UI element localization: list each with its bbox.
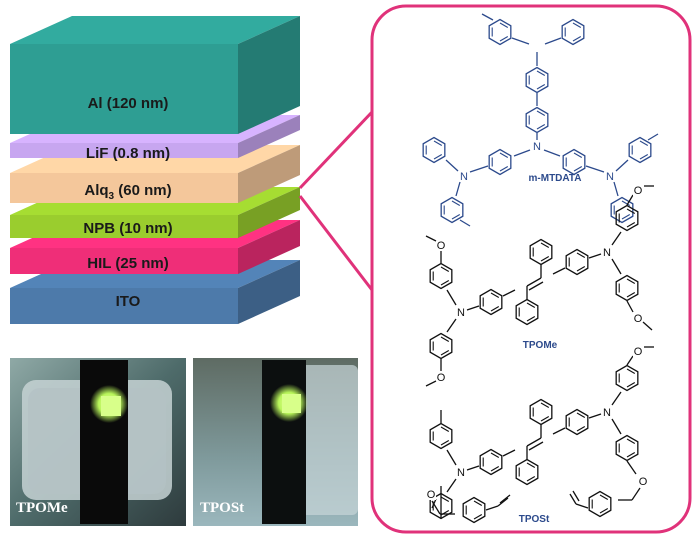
layer-label-alq3: Alq3 (60 nm) <box>84 182 171 202</box>
layer-label-ito: ITO <box>116 293 141 310</box>
photo-label-tpost: TPOSt <box>200 500 244 516</box>
svg-text:N: N <box>606 171 614 183</box>
svg-text:N: N <box>457 467 465 479</box>
svg-text:O: O <box>634 346 643 358</box>
callout-panel <box>370 4 692 534</box>
svg-text:N: N <box>460 171 468 183</box>
svg-text:N: N <box>533 141 541 153</box>
structure-label-tpome: TPOMe <box>523 340 558 351</box>
molecular-structures: N N N N N O O O O N N O O O <box>422 13 659 524</box>
structure-label-tpost: TPOSt <box>519 514 550 525</box>
device-photo-tpome: TPOMe <box>10 358 186 526</box>
svg-text:O: O <box>639 476 648 488</box>
structure-label-mtdata: m-MTDATA <box>529 173 582 184</box>
layer-label-al: Al (120 nm) <box>88 95 169 112</box>
structure-mtdata: N N N <box>422 13 659 227</box>
layer-label-lif: LiF (0.8 nm) <box>86 145 170 162</box>
svg-text:N: N <box>457 307 465 319</box>
structure-tpome: N N O O O O <box>425 184 654 387</box>
svg-text:O: O <box>427 489 436 501</box>
svg-text:O: O <box>634 313 643 325</box>
photo-label-tpome: TPOMe <box>16 500 68 516</box>
device-layer-stack <box>10 16 300 324</box>
svg-text:O: O <box>437 372 446 384</box>
layer-label-hil: HIL (25 nm) <box>87 255 168 272</box>
svg-text:N: N <box>603 407 611 419</box>
svg-text:O: O <box>437 240 446 252</box>
layer-al <box>10 16 300 134</box>
device-photo-tpost: TPOSt <box>193 358 358 526</box>
svg-text:N: N <box>603 247 611 259</box>
layer-label-npb: NPB (10 nm) <box>83 220 172 237</box>
structure-tpost: N N O O O <box>426 345 654 524</box>
callout-line-bottom <box>298 195 374 291</box>
svg-text:O: O <box>634 185 643 197</box>
callout-line-top <box>298 110 374 190</box>
